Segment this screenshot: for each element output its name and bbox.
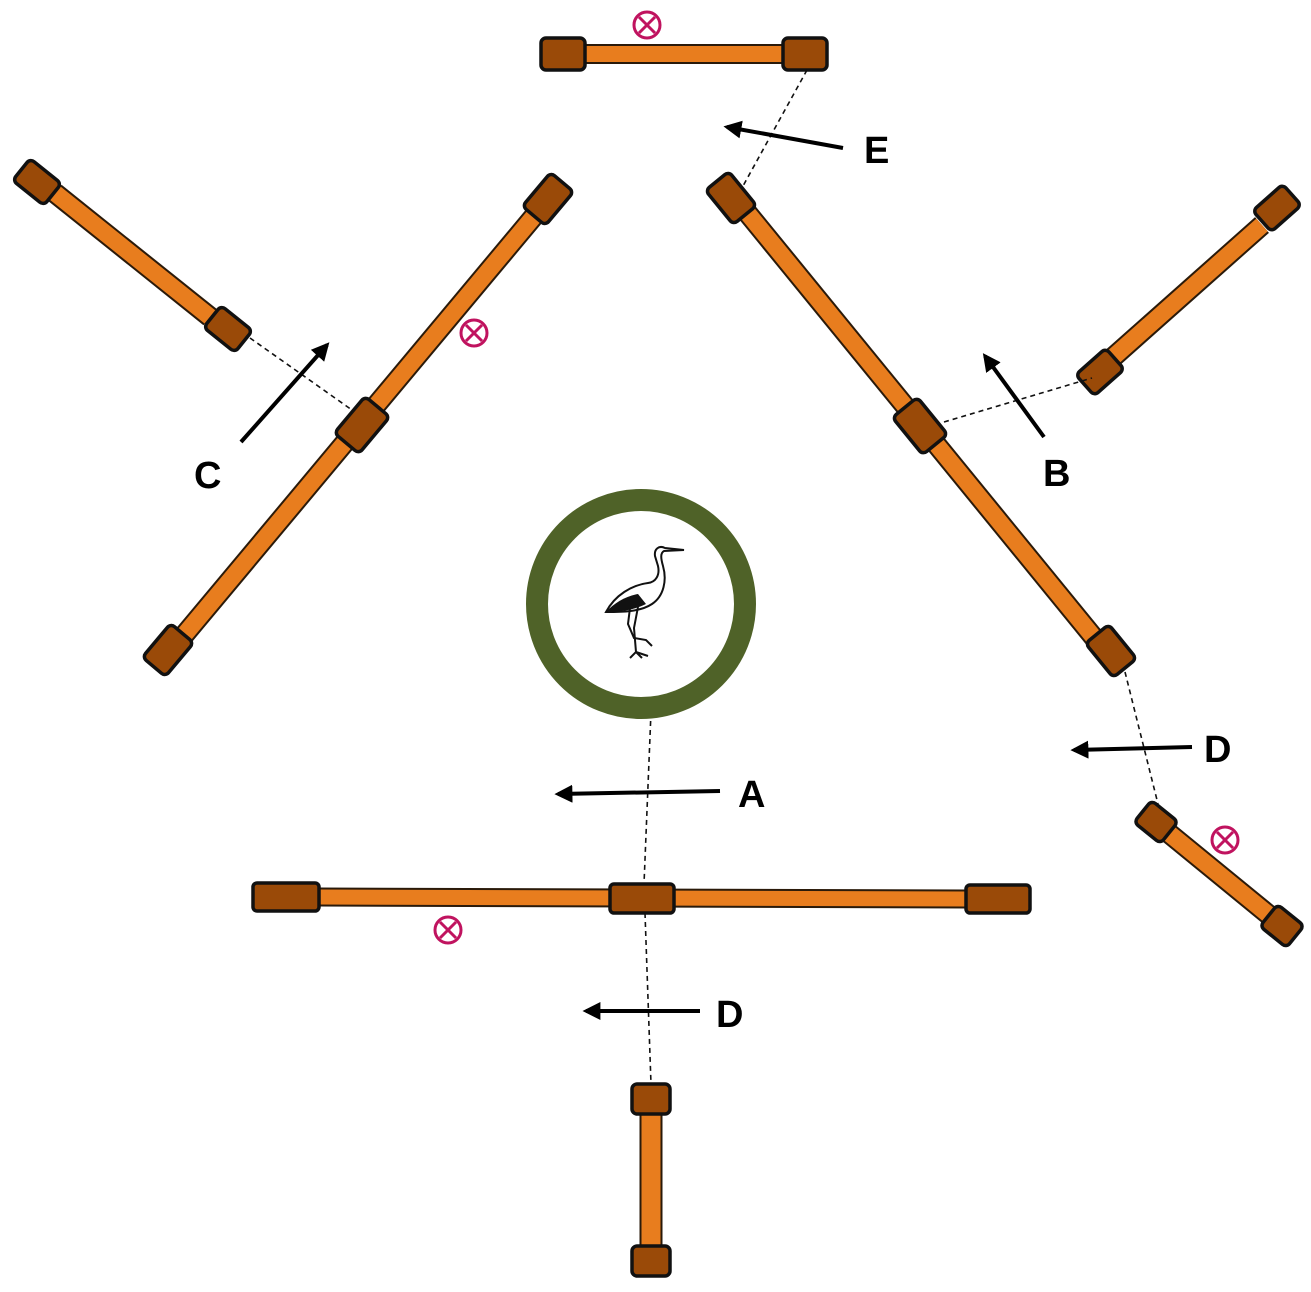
arrow-e xyxy=(723,120,844,150)
circled-x-icon xyxy=(433,915,463,945)
label-d-right: D xyxy=(1204,729,1231,771)
connector-d-right xyxy=(1124,671,1159,805)
connector-a xyxy=(643,711,652,885)
arrow-a xyxy=(554,784,721,803)
block xyxy=(12,158,62,206)
block xyxy=(142,623,194,677)
stork-icon xyxy=(604,546,685,659)
rope-upper-right-fill xyxy=(1104,218,1268,367)
rope-upper-left-fill xyxy=(49,186,216,324)
arrows xyxy=(239,120,1193,1020)
label-a: A xyxy=(738,774,765,816)
block xyxy=(1253,184,1301,232)
label-e: E xyxy=(864,130,889,172)
label-c: C xyxy=(194,455,221,497)
connector-e xyxy=(742,69,808,187)
block xyxy=(522,172,574,226)
block xyxy=(608,882,676,915)
connector-c xyxy=(249,337,353,411)
block xyxy=(781,36,829,72)
block xyxy=(964,883,1032,915)
arrow-d-right xyxy=(1070,740,1193,759)
arrow-c xyxy=(239,342,330,444)
dashed-connectors xyxy=(249,69,1159,1085)
block xyxy=(630,1244,672,1278)
circled-x-icon xyxy=(632,10,662,40)
rope-lower-right-fill xyxy=(1159,823,1281,927)
markers xyxy=(433,10,1240,945)
connector-b xyxy=(943,377,1093,423)
connector-d-lower xyxy=(644,912,652,1085)
center-emblem xyxy=(526,489,756,719)
block xyxy=(705,171,757,225)
label-b: B xyxy=(1043,453,1070,495)
block xyxy=(892,397,948,455)
labels: E C B D A D xyxy=(194,130,1231,1036)
block xyxy=(1134,800,1178,844)
block xyxy=(334,396,390,454)
circled-x-icon xyxy=(1210,825,1240,855)
block xyxy=(203,305,253,353)
label-d-lower: D xyxy=(716,994,743,1036)
circled-x-icon xyxy=(459,318,489,348)
block xyxy=(1085,624,1137,678)
block xyxy=(251,881,321,913)
block xyxy=(1076,348,1124,396)
block xyxy=(539,36,587,72)
block xyxy=(630,1082,672,1116)
blocks xyxy=(12,36,1304,1278)
block xyxy=(1260,904,1304,948)
arrow-b xyxy=(982,353,1046,439)
